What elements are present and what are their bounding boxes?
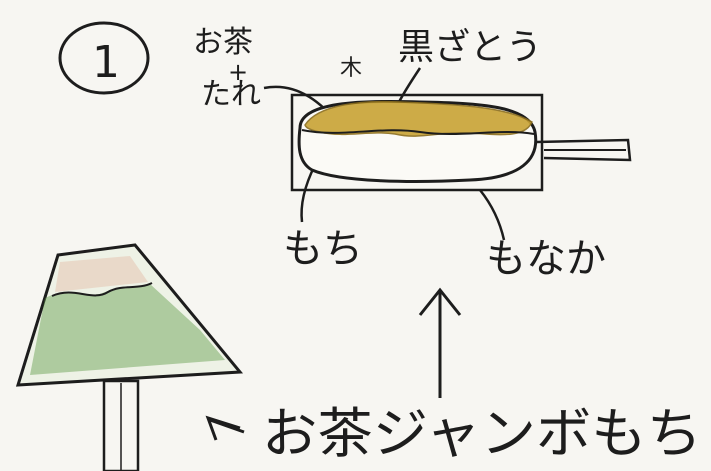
label-ocha: お茶 [193,25,253,60]
monaka-illustration: 木 [290,56,632,192]
label-kuro-zato: 黒ざとう [398,27,542,68]
tea-mochi-top-layer [30,284,225,375]
number-circle [58,21,150,95]
label-mochi: もち [283,226,363,272]
tea-mochi-shading [55,256,148,292]
sugar-pointer-line [396,67,422,105]
caption-text: お茶ジャンボもち [262,402,702,465]
label-plus: + [228,58,248,86]
stick-top [535,138,632,162]
label-tree-mark: 木 [340,56,362,81]
tea-mochi-body [15,243,244,387]
caption-group: お茶ジャンボもち [205,402,702,465]
number-label: 1 [92,37,120,88]
caption-arrow-icon [205,415,245,441]
monaka-pointer-line [479,189,506,241]
label-tare: たれ [201,77,261,112]
circled-number: 1 [58,21,150,95]
up-arrow-icon [418,287,462,398]
tea-mochi-illustration [15,243,244,471]
tea-mochi-wave-line [51,282,153,297]
mochi-pointer-line [300,164,317,223]
label-monaka: もなか [486,236,606,282]
tea-sauce-line [301,129,535,135]
